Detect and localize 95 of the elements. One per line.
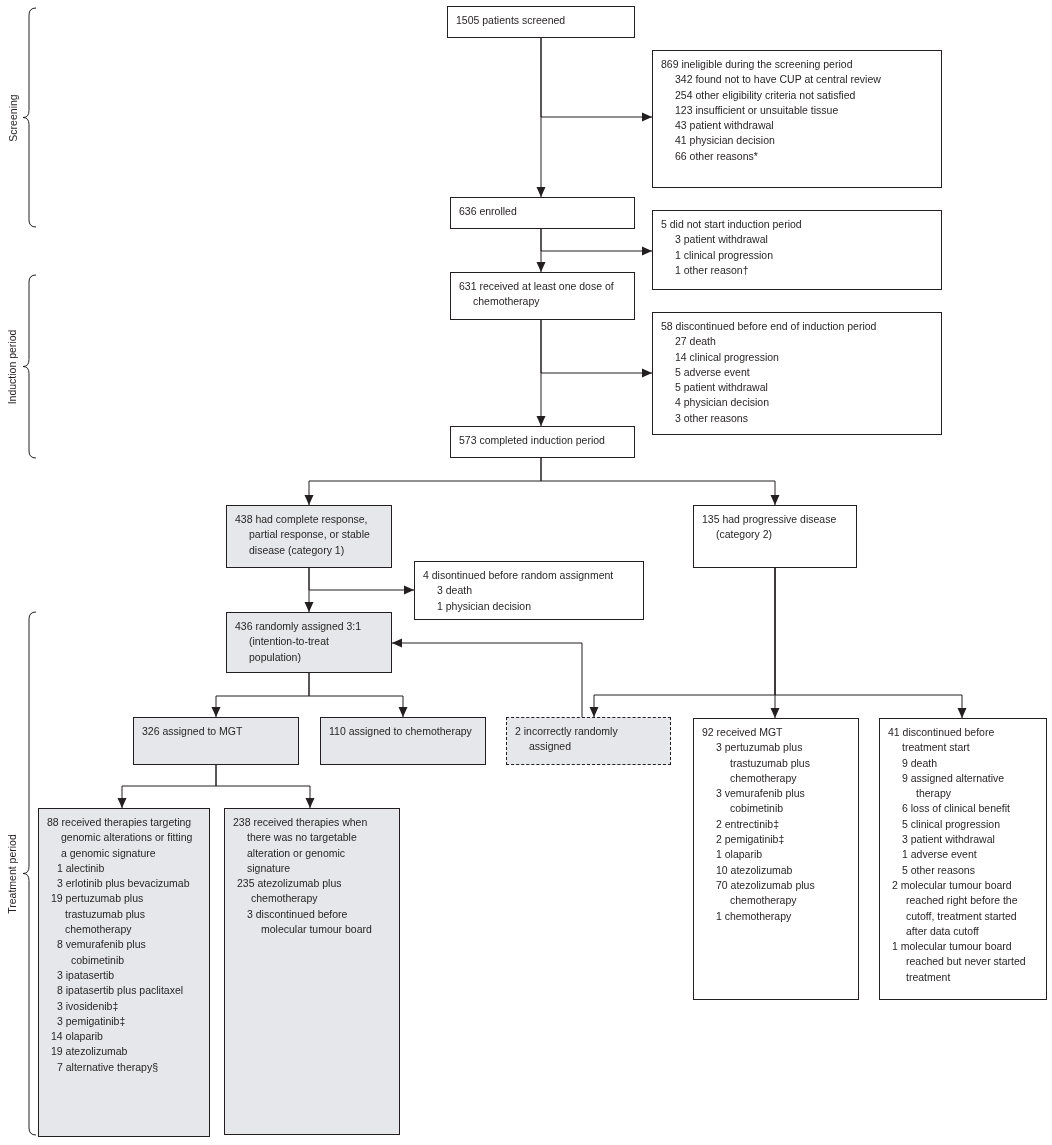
flow-box bbox=[506, 717, 671, 765]
reason-item: 3 ivosidenib‡ bbox=[56, 998, 120, 1014]
reason-item: 1 molecular tumour board reached but never started treatment bbox=[891, 939, 1027, 985]
flow-box bbox=[414, 561, 644, 620]
reason-item: 14 clinical progression bbox=[674, 349, 780, 365]
box-heading: 110 assigned to chemotherapy bbox=[329, 724, 473, 739]
box-heading: 135 had progressive disease (category 2) bbox=[702, 512, 838, 543]
box-heading: 238 received therapies when there was no targetable alteration or genomic signature bbox=[233, 815, 369, 876]
box-heading: 4 disontinued before random assignment bbox=[423, 568, 615, 583]
reason-item: 5 patient withdrawal bbox=[674, 380, 769, 396]
reason-item: 3 patient withdrawal bbox=[674, 232, 769, 248]
flow-box bbox=[879, 718, 1047, 1000]
flow-box bbox=[652, 50, 942, 188]
box-heading: 88 received therapies targeting genomic alterations or fitting a genomic signature bbox=[47, 815, 194, 861]
reason-item: 3 pertuzumab plus trastuzumab plus chemotherapy bbox=[715, 740, 811, 786]
box-heading: 631 received at least one dose of chemotherapy bbox=[459, 279, 615, 310]
reason-item: 3 death bbox=[436, 583, 474, 599]
reason-item: 123 insufficient or unsuitable tissue bbox=[674, 102, 840, 118]
flow-box bbox=[38, 808, 210, 1137]
reason-item: 3 patient withdrawal bbox=[901, 832, 996, 848]
reason-item: 3 erlotinib plus bevacizumab bbox=[56, 876, 191, 892]
reason-item: 5 other reasons bbox=[901, 862, 976, 878]
box-heading: 438 had complete response, partial response, or stable disease (category 1) bbox=[235, 512, 371, 558]
reason-item: 1 olaparib bbox=[715, 847, 764, 863]
reason-item: 3 pemigatinib‡ bbox=[56, 1013, 127, 1029]
reason-item: 4 physician decision bbox=[674, 395, 770, 411]
arrow bbox=[540, 319, 653, 378]
period-label: Screening bbox=[6, 93, 19, 142]
reason-item: 1 other reason† bbox=[674, 262, 750, 278]
flow-box bbox=[133, 717, 299, 765]
reason-item: 7 alternative therapy§ bbox=[56, 1059, 159, 1075]
reason-item: 27 death bbox=[674, 334, 717, 350]
reason-item: 3 ipatasertib bbox=[56, 967, 116, 983]
reason-item: 66 other reasons* bbox=[674, 148, 759, 164]
box-heading: 636 enrolled bbox=[459, 204, 518, 219]
reason-item: 1 physician decision bbox=[436, 598, 532, 614]
flow-box bbox=[320, 717, 486, 765]
period-label: Treatment period bbox=[5, 833, 18, 914]
box-heading: 436 randomly assigned 3:1 (intention-to-treat population) bbox=[235, 619, 363, 665]
reason-item: 9 assigned alternative therapy bbox=[901, 770, 1006, 802]
reason-item: 1 alectinib bbox=[56, 860, 106, 876]
reason-item: 2 entrectinib‡ bbox=[715, 816, 781, 832]
arrow bbox=[540, 228, 653, 256]
arrow bbox=[308, 567, 415, 595]
arrow bbox=[391, 638, 583, 718]
reason-item: 3 other reasons bbox=[674, 410, 749, 426]
reason-item: 235 atezolizumab plus chemotherapy bbox=[236, 876, 343, 907]
box-heading: 5 did not start induction period bbox=[661, 217, 803, 232]
box-heading: 2 incorrectly randomly assigned bbox=[515, 724, 619, 755]
flow-box bbox=[447, 6, 635, 38]
flow-box bbox=[450, 272, 635, 320]
box-heading: 41 discontinued before treatment start bbox=[888, 725, 996, 756]
reason-item: 9 death bbox=[901, 755, 939, 771]
arrow bbox=[308, 672, 408, 718]
arrow bbox=[540, 457, 780, 506]
reason-item: 1 clinical progression bbox=[674, 247, 775, 263]
reason-item: 6 loss of clinical benefit bbox=[901, 801, 1011, 817]
box-heading: 573 completed induction period bbox=[459, 433, 606, 448]
reason-item: 1 adverse event bbox=[901, 847, 978, 863]
reason-item: 19 pertuzumab plus trastuzumab plus chemotherapy bbox=[50, 891, 146, 938]
reason-item: 3 discontinued before molecular tumour board bbox=[246, 906, 373, 938]
reason-item: 5 clinical progression bbox=[901, 816, 1002, 832]
flow-box bbox=[226, 612, 392, 673]
flow-box bbox=[693, 505, 857, 568]
box-heading: 1505 patients screened bbox=[456, 13, 567, 28]
reason-item: 2 molecular tumour board reached right before the cutoff, treatment started after data cutoff bbox=[891, 877, 1019, 939]
flow-box bbox=[652, 210, 942, 290]
box-heading: 58 discontinued before end of induction period bbox=[661, 319, 878, 334]
box-heading: 326 assigned to MGT bbox=[142, 724, 244, 739]
reason-item: 10 atezolizumab bbox=[715, 862, 794, 878]
reason-item: 5 adverse event bbox=[674, 364, 751, 380]
flow-box bbox=[652, 312, 942, 435]
reason-item: 3 vemurafenib plus cobimetinib bbox=[715, 786, 806, 817]
period-label: Induction period bbox=[5, 329, 18, 404]
reason-item: 14 olaparib bbox=[50, 1029, 104, 1045]
reason-item: 1 chemotherapy bbox=[715, 908, 793, 924]
arrow bbox=[540, 37, 653, 122]
box-heading: 92 received MGT bbox=[702, 725, 784, 740]
reason-item: 342 found not to have CUP at central review bbox=[674, 72, 882, 88]
reason-item: 19 atezolizumab bbox=[50, 1044, 129, 1060]
arrow bbox=[589, 567, 776, 718]
flow-box bbox=[450, 197, 635, 229]
reason-item: 70 atezolizumab plus chemotherapy bbox=[715, 877, 816, 909]
flow-box bbox=[693, 718, 859, 1000]
box-heading: 869 ineligible during the screening period bbox=[661, 57, 854, 72]
reason-item: 41 physician decision bbox=[674, 133, 776, 149]
flow-box bbox=[224, 808, 400, 1135]
flow-box bbox=[226, 505, 392, 568]
reason-item: 8 ipatasertib plus paclitaxel bbox=[56, 983, 185, 999]
reason-item: 43 patient withdrawal bbox=[674, 118, 775, 134]
reason-item: 8 vemurafenib plus cobimetinib bbox=[56, 937, 147, 968]
reason-item: 2 pemigatinib‡ bbox=[715, 832, 786, 848]
flow-box bbox=[450, 426, 635, 458]
arrow bbox=[215, 764, 315, 809]
reason-item: 254 other eligibility criteria not satisfied bbox=[674, 87, 857, 103]
